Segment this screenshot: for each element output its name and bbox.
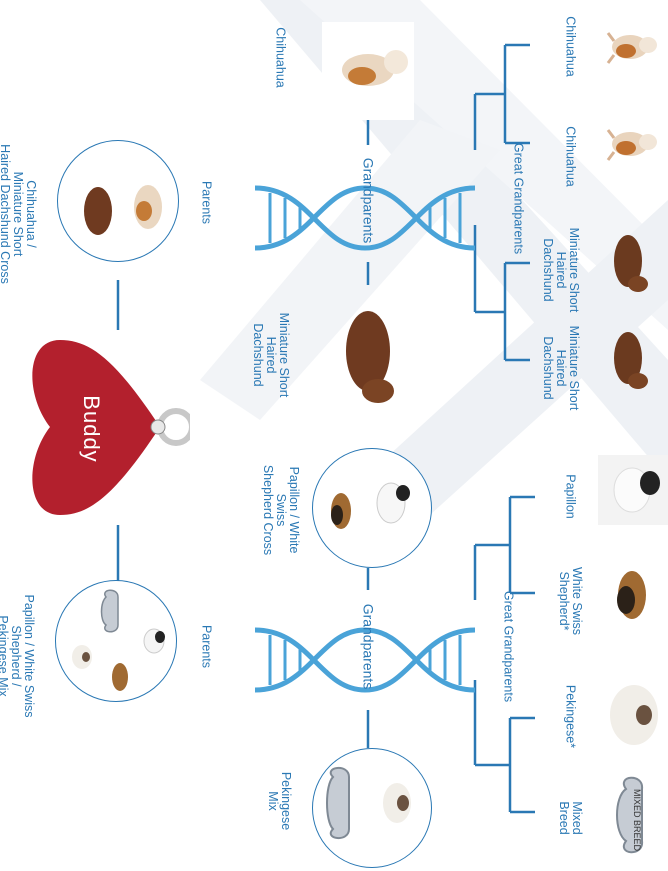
- parents-heading: Parents: [200, 173, 213, 233]
- bracket-left-top: [475, 45, 530, 143]
- bracket-left-bottom: [475, 263, 530, 360]
- chihuahua-photo-icon: [600, 15, 664, 79]
- mixed-breed-tag-icon: MIXED BREED: [598, 775, 666, 855]
- grandparent-circle: [312, 448, 432, 568]
- papillon-shepherd-pekingese-photo-icon: [56, 581, 176, 701]
- dachshund-photo-icon: [598, 323, 664, 393]
- parents-heading: Parents: [200, 617, 213, 677]
- great-grandparent-label: Mixed Breed: [557, 778, 583, 858]
- parents-circle: [55, 580, 177, 702]
- chihuahua-dachshund-photo-icon: [58, 141, 178, 261]
- grandparent-label: Pekingese Mix: [266, 766, 292, 836]
- great-grandparent-label: Pekingese*: [564, 677, 577, 757]
- grandparent-label: Chihuahua: [274, 18, 287, 98]
- chihuahua-photo-icon: [322, 22, 414, 120]
- papillon-shepherd-photo-icon: [313, 449, 431, 567]
- pekingese-mixed-photo-icon: [313, 749, 431, 867]
- great-grandparents-heading: Great Grandparents: [512, 139, 525, 259]
- heart-tag-icon: [30, 335, 190, 520]
- great-grandparent-label: Chihuahua: [564, 117, 577, 197]
- shepherd-photo-icon: [600, 560, 666, 630]
- great-grandparent-label: Chihuahua: [564, 7, 577, 87]
- grandparents-heading: Grandparents: [361, 151, 376, 251]
- parent-label: Chihuahua / Miniature Short Haired Dachs…: [0, 139, 37, 289]
- bracket-right-top: [475, 497, 535, 593]
- pekingese-photo-icon: [604, 680, 664, 750]
- great-grandparent-label: Miniature Short Haired Dachshund: [540, 313, 580, 423]
- great-grandparents-heading: Great Grandparents: [502, 587, 515, 707]
- dachshund-photo-icon: [322, 303, 414, 408]
- chihuahua-photo-icon: [600, 112, 664, 176]
- grandparent-label: Papillon / White Swiss Shepherd Cross: [260, 450, 300, 570]
- great-grandparent-label: White Swiss Shepherd*: [557, 551, 583, 651]
- papillon-photo-icon: [598, 455, 668, 525]
- mixed-breed-tag-text: MIXED BREED: [632, 789, 642, 852]
- grandparents-heading: Grandparents: [361, 597, 376, 697]
- parent-label: Papillon / White Swiss Shepherd / Peking…: [0, 581, 35, 731]
- grandparent-circle: [312, 748, 432, 868]
- dachshund-photo-icon: [598, 226, 664, 296]
- parents-circle: [57, 140, 179, 262]
- great-grandparent-label: Miniature Short Haired Dachshund: [540, 215, 580, 325]
- great-grandparent-label: Papillon: [564, 457, 577, 537]
- pet-name: Buddy: [72, 384, 98, 474]
- bracket-right-bottom: [475, 718, 535, 812]
- grandparent-label: Miniature Short Haired Dachshund: [250, 300, 290, 410]
